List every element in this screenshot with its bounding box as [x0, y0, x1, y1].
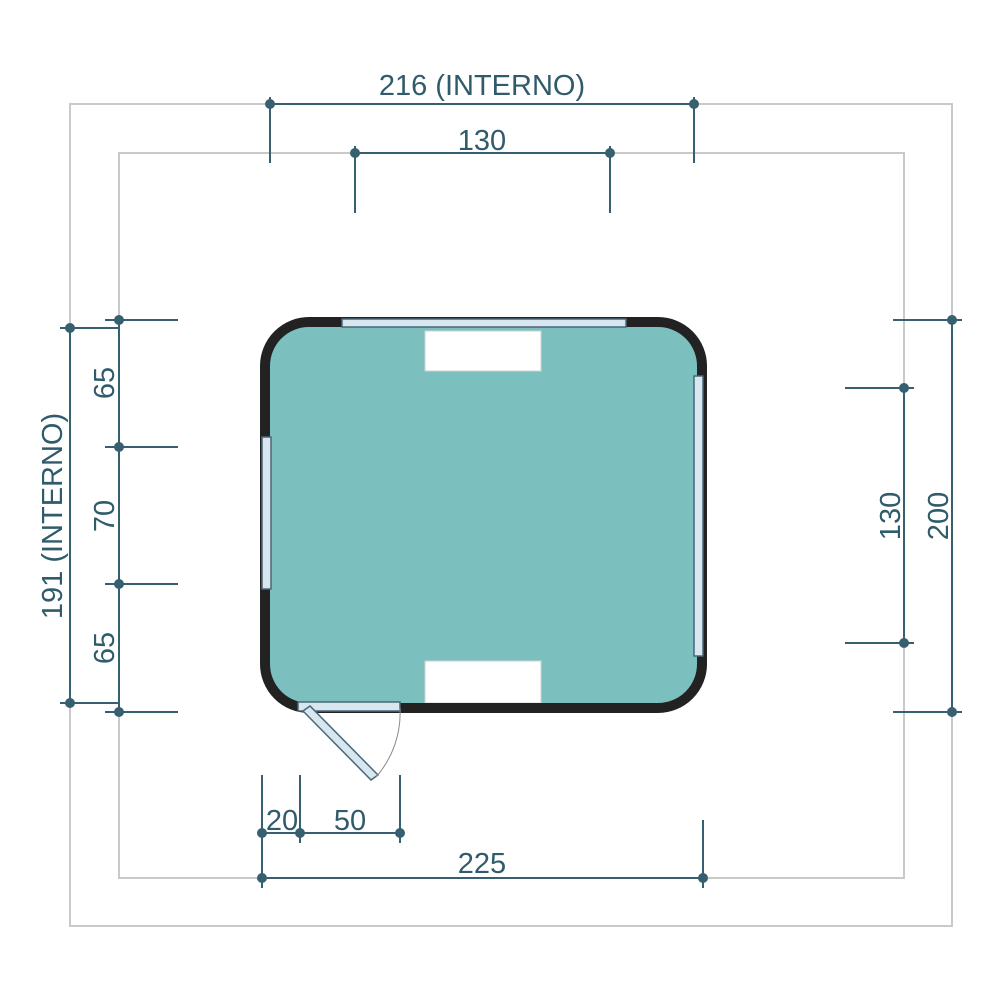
- label-top-inner: 130: [458, 125, 506, 157]
- window-left: [261, 436, 272, 590]
- dim-right-outer: [893, 315, 962, 717]
- dim-bottom-total: [257, 820, 708, 888]
- window-right: [693, 375, 704, 657]
- dim-top-outer: [265, 97, 699, 163]
- label-left-outer: 191 (INTERNO): [37, 413, 69, 619]
- bench-bottom: [424, 660, 542, 704]
- door-leaf: [301, 705, 380, 781]
- dim-top-inner: [350, 146, 615, 213]
- label-left-mid: 70: [89, 500, 121, 532]
- bench-top: [424, 330, 542, 372]
- cabin-floor: [265, 322, 702, 708]
- door-opening: [297, 701, 401, 712]
- dim-left-outer: [60, 323, 120, 708]
- label-bottom-door-offset: 20: [266, 805, 298, 837]
- label-bottom-total: 225: [458, 848, 506, 880]
- dim-left-segments: [105, 315, 178, 717]
- label-top-outer: 216 (INTERNO): [379, 70, 585, 102]
- window-top: [341, 318, 627, 328]
- label-right-outer: 200: [923, 492, 955, 540]
- label-left-top: 65: [89, 367, 121, 399]
- dim-bottom-door: [257, 775, 405, 843]
- dim-right-inner: [845, 383, 914, 648]
- label-bottom-door-width: 50: [334, 805, 366, 837]
- label-right-inner: 130: [875, 492, 907, 540]
- label-left-bottom: 65: [89, 632, 121, 664]
- door-swing-arc: [375, 707, 401, 778]
